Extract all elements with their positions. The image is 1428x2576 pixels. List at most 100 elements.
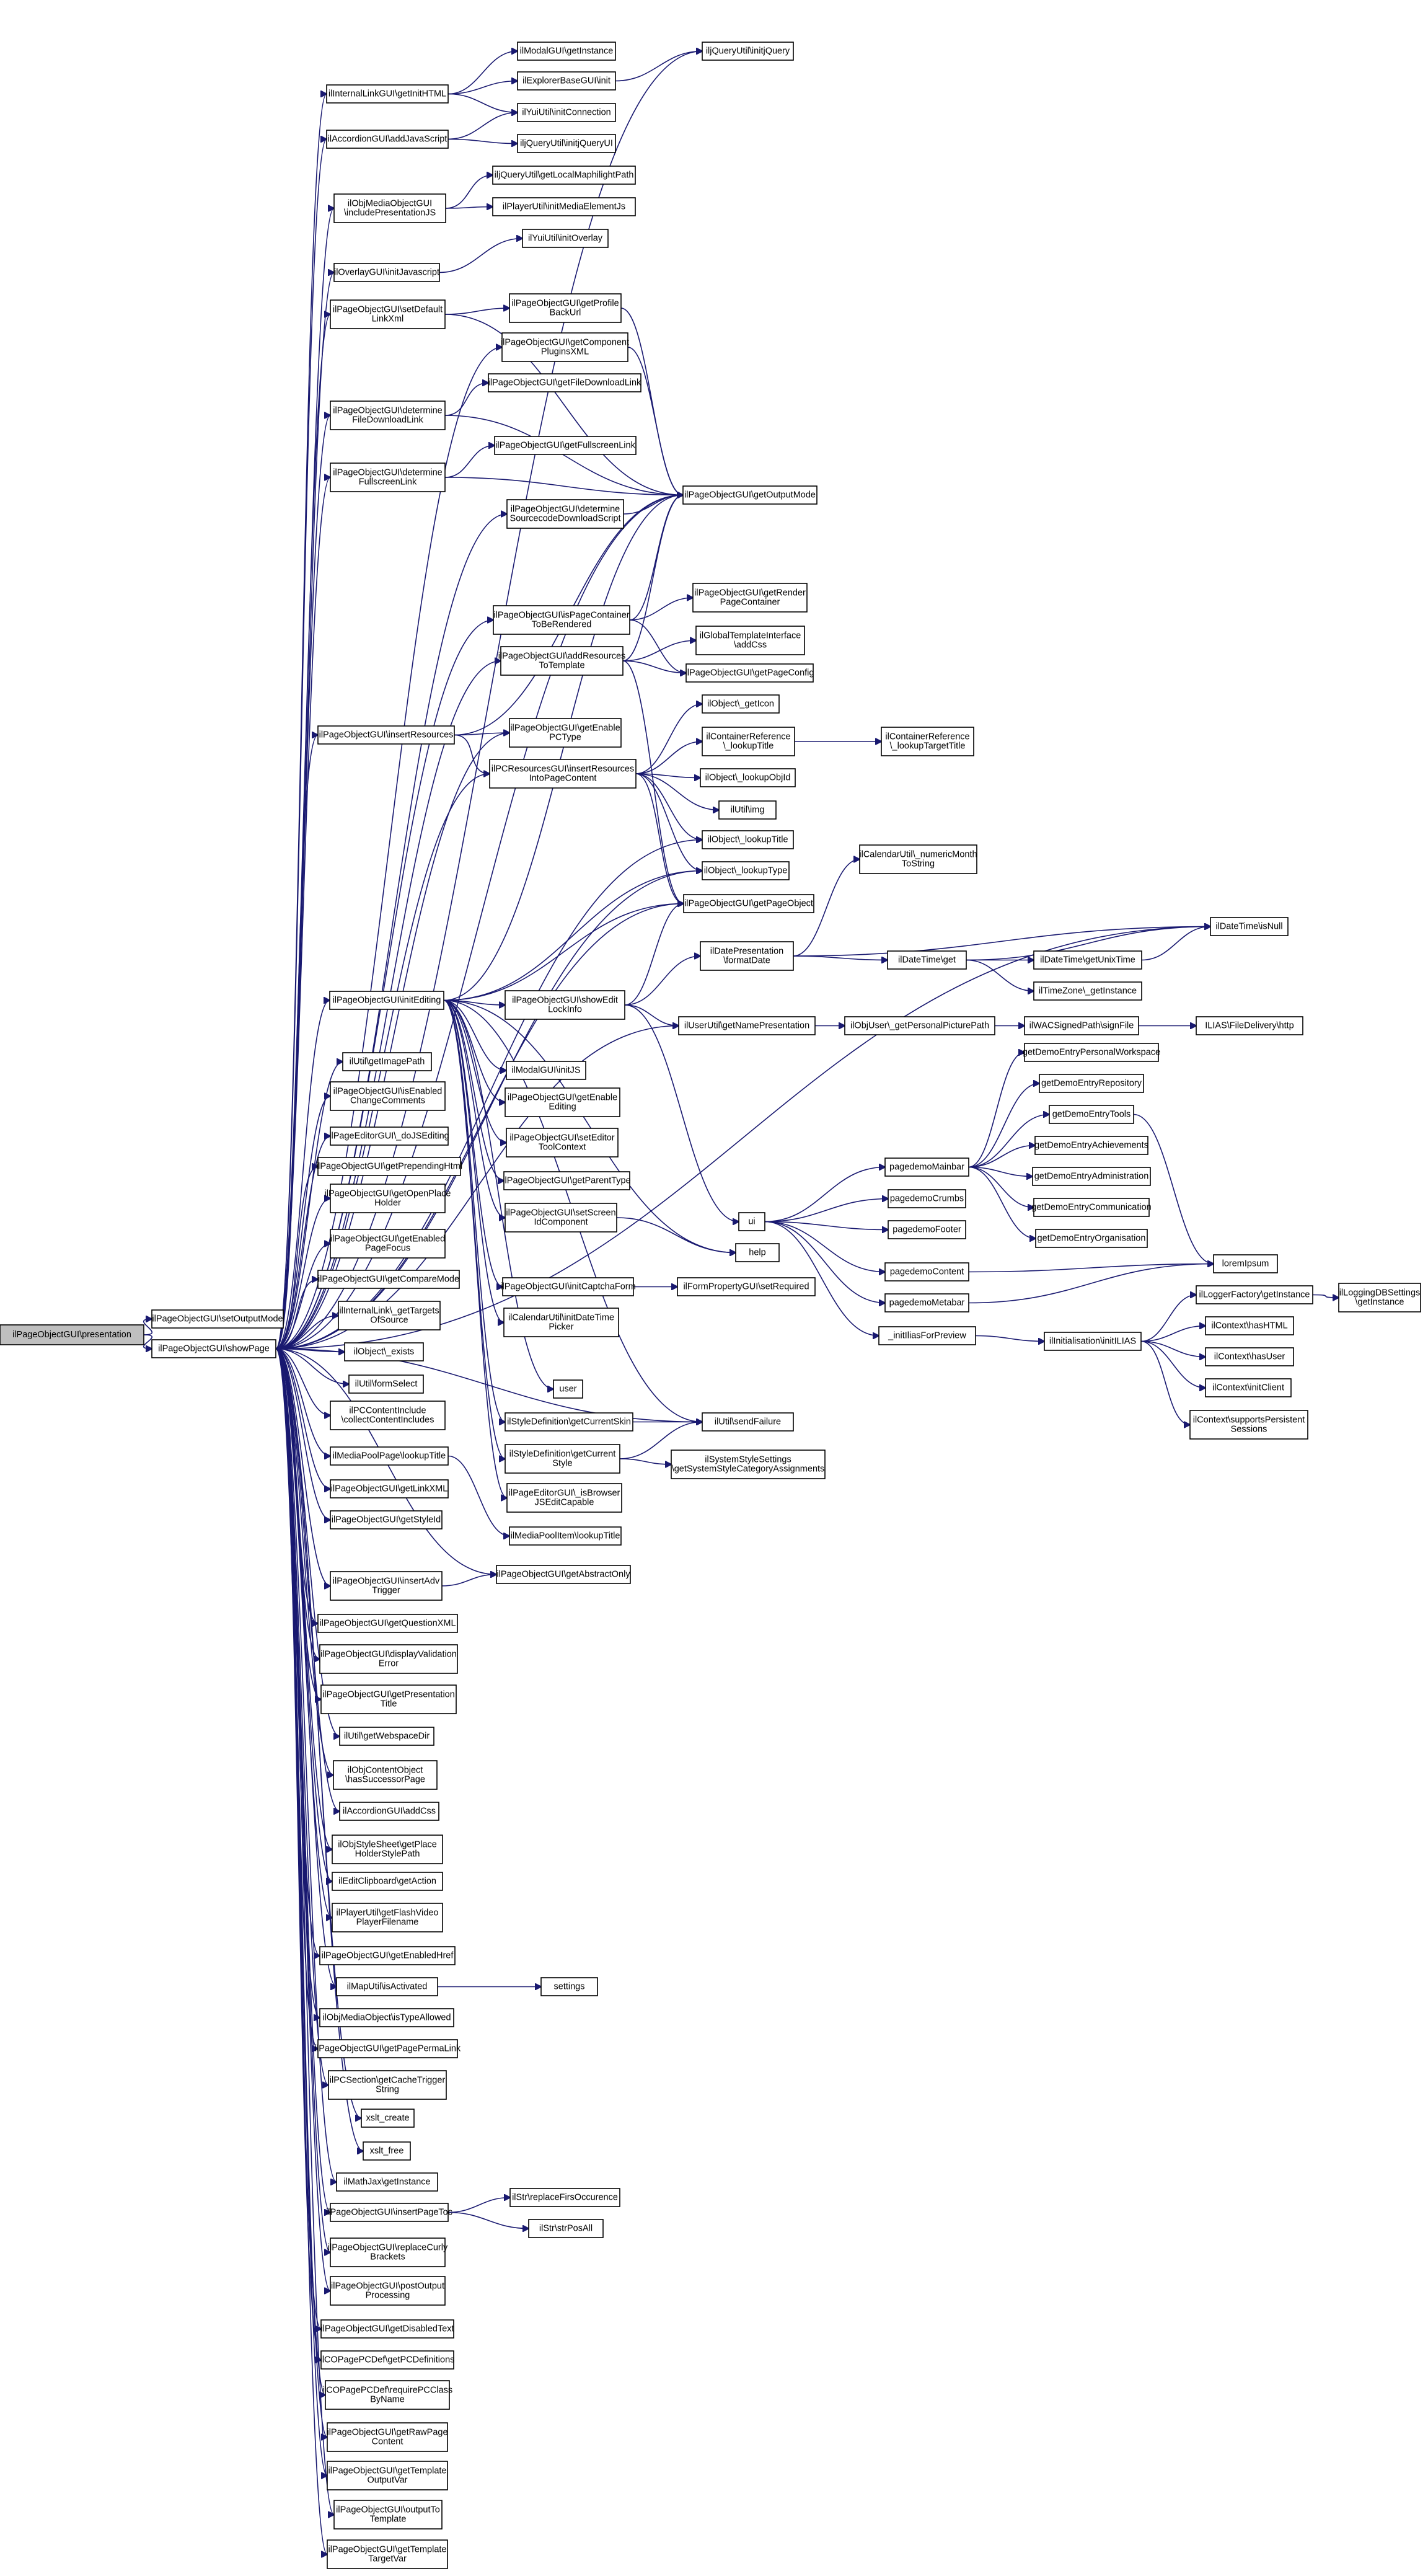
node-init-js[interactable]: ilModalGUI\initJS [506, 1061, 586, 1080]
node-pagedemo-mainbar[interactable]: pagedemoMainbar [884, 1157, 969, 1177]
node-root[interactable]: ilPageObjectGUI\presentation [0, 1324, 144, 1345]
node-container-ref-lookup[interactable]: ilContainerReference\_lookupTitle [702, 727, 795, 756]
node-get-demo-communication[interactable]: getDemoEntryCommunication [1031, 1198, 1152, 1217]
node-xslt-create[interactable]: xslt_create [361, 2109, 415, 2128]
node-ui[interactable]: ui [738, 1212, 765, 1231]
node-has-successor-page[interactable]: ilObjContentObject\hasSuccessorPage [333, 1760, 438, 1790]
node-settings[interactable]: settings [540, 1977, 598, 1996]
node-get-output-mode[interactable]: ilPageObjectGUI\getOutputMode [682, 485, 818, 505]
node-insert-page-toc[interactable]: ilPageObjectGUI\insertPageToc [326, 2203, 452, 2222]
node-init-captcha-form[interactable]: ilPageObjectGUI\initCaptchaForm [500, 1277, 636, 1296]
node-get-disabled-text[interactable]: ilPageObjectGUI\getDisabledText [320, 2319, 454, 2339]
node-explorer-init[interactable]: ilExplorerBaseGUI\init [517, 71, 616, 91]
node-init-ilias-for-preview[interactable]: _initIliasForPreview [878, 1326, 976, 1345]
node-math-jax[interactable]: ilMathJax\getInstance [336, 2172, 438, 2192]
node-set-required[interactable]: ilFormPropertyGUI\setRequired [677, 1277, 816, 1296]
node-get-demo-repository[interactable]: getDemoEntryRepository [1039, 1074, 1144, 1093]
node-str-pos-all[interactable]: ilStr\strPosAll [528, 2219, 604, 2238]
node-init-editing[interactable]: ilPageObjectGUI\initEditing [329, 991, 444, 1010]
node-media-pool-item-lookup[interactable]: ilMediaPoolItem\lookupTitle [509, 1526, 622, 1546]
node-get-demo-achievements[interactable]: getDemoEntryAchievements [1034, 1136, 1148, 1155]
node-accordion-js[interactable]: ilAccordionGUI\addJavaScript [326, 130, 449, 149]
node-lookup-type[interactable]: ilObject\_lookupType [702, 861, 790, 880]
node-pagedemo-footer[interactable]: pagedemoFooter [888, 1220, 966, 1239]
node-get-page-config[interactable]: ilPageObjectGUI\getPageConfig [685, 663, 814, 683]
node-get-parent-type[interactable]: ilPageObjectGUI\getParentType [503, 1171, 631, 1190]
node-name-presentation[interactable]: ilUserUtil\getNamePresentation [678, 1016, 816, 1035]
node-form-select[interactable]: ilUtil\formSelect [348, 1374, 424, 1394]
node-get-fullscreen-link[interactable]: ilPageObjectGUI\getFullscreenLink [494, 436, 637, 455]
node-get-pcdefinitions[interactable]: ilCOPagePCDef\getPCDefinitions [320, 2350, 455, 2370]
node-lorem-ipsum[interactable]: loremIpsum [1213, 1254, 1278, 1273]
node-is-page-container[interactable]: ilPageObjectGUI\isPageContainerToBeRende… [493, 605, 630, 635]
node-pagedemo-crumbs[interactable]: pagedemoCrumbs [888, 1189, 966, 1208]
node-get-demo-personal[interactable]: getDemoEntryPersonalWorkspace [1023, 1043, 1160, 1062]
node-get-page-object[interactable]: ilPageObjectGUI\getPageObject [683, 894, 814, 913]
node-clipboard-get-action[interactable]: ilEditClipboard\getAction [332, 1872, 443, 1891]
node-show-page[interactable]: ilPageObjectGUI\showPage [151, 1339, 276, 1358]
node-util-img[interactable]: ilUtil\img [718, 800, 777, 820]
node-user[interactable]: user [553, 1379, 583, 1399]
node-get-style-id[interactable]: ilPageObjectGUI\getStyleId [330, 1510, 443, 1529]
node-get-unix-time[interactable]: ilDateTime\getUnixTime [1033, 950, 1142, 970]
node-accordion-add-css[interactable]: ilAccordionGUI\addCss [339, 1802, 439, 1821]
node-overlay-init-js[interactable]: ilOverlayGUI\initJavascript [333, 263, 440, 282]
node-context-has-html[interactable]: ilContext\hasHTML [1205, 1316, 1294, 1335]
node-get-compare-mode[interactable]: ilPageObjectGUI\getCompareMode [317, 1270, 460, 1289]
node-determine-file-download[interactable]: ilPageObjectGUI\determineFileDownloadLin… [330, 401, 446, 430]
node-time-zone-instance[interactable]: ilTimeZone\_getInstance [1033, 981, 1142, 1001]
node-system-style-settings[interactable]: ilSystemStyleSettings\getSystemStyleCate… [671, 1450, 826, 1479]
node-get-question-xml[interactable]: ilPageObjectGUI\getQuestionXML [317, 1614, 458, 1633]
node-context-init-client[interactable]: ilContext\initClient [1205, 1378, 1292, 1397]
node-pagedemo-content[interactable]: pagedemoContent [884, 1262, 969, 1281]
node-lookup-obj-id[interactable]: ilObject\_lookupObjId [700, 768, 796, 787]
node-get-image-path[interactable]: ilUtil\getImagePath [342, 1052, 432, 1071]
node-local-maphilight[interactable]: iljQueryUtil\getLocalMaphilightPath [492, 166, 636, 185]
node-get-demo-tools[interactable]: getDemoEntryTools [1049, 1105, 1134, 1124]
node-map-is-activated[interactable]: ilMapUtil\isActivated [336, 1977, 438, 1996]
node-yui-connection[interactable]: ilYuiUtil\initConnection [517, 103, 616, 122]
node-get-webspace-dir[interactable]: ilUtil\getWebspaceDir [339, 1727, 434, 1746]
node-date-time-get[interactable]: ilDateTime\get [887, 950, 967, 970]
node-media-pool-lookup-title[interactable]: ilMediaPoolPage\lookupTitle [330, 1446, 449, 1466]
node-obj-exists[interactable]: ilObject\_exists [344, 1342, 424, 1361]
node-sign-file[interactable]: ilWACSignedPath\signFile [1024, 1016, 1139, 1035]
node-determine-sourcecode[interactable]: ilPageObjectGUI\determineSourcecodeDownl… [506, 499, 624, 529]
node-yui-overlay[interactable]: ilYuiUtil\initOverlay [522, 229, 609, 248]
node-player-init-media[interactable]: ilPlayerUtil\initMediaElementJs [492, 197, 636, 216]
node-j-query-ui[interactable]: iljQueryUtil\initjQueryUI [517, 134, 616, 153]
node-collect-content-includes[interactable]: ilPCContentInclude\collectContentInclude… [330, 1401, 446, 1430]
node-do-jsediting[interactable]: ilPageEditorGUI\_doJSEditing [329, 1126, 449, 1146]
node-get-enabled-href[interactable]: ilPageObjectGUI\getEnabledHref [319, 1946, 456, 1965]
node-file-delivery-http[interactable]: ILIAS\FileDelivery\http [1196, 1016, 1303, 1035]
node-get-demo-organisation[interactable]: getDemoEntryOrganisation [1035, 1229, 1148, 1248]
node-is-type-allowed[interactable]: ilObjMediaObject\isTypeAllowed [319, 2008, 454, 2027]
